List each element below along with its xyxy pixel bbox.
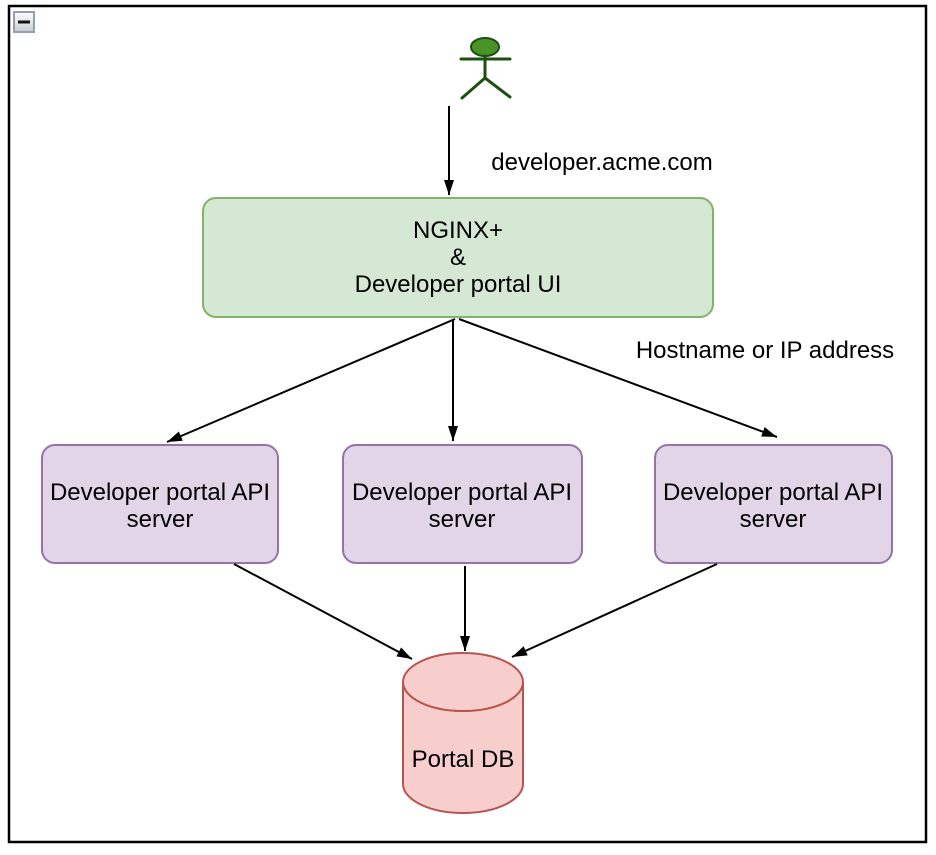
gateway-node[interactable]: NGINX+ & Developer portal UI bbox=[202, 197, 714, 318]
edge-server-1-to-db[interactable] bbox=[233, 563, 413, 660]
api-server-node-1[interactable]: Developer portal API server bbox=[41, 444, 279, 564]
api-server-2-label-line-2: server bbox=[429, 506, 496, 533]
api-server-node-2[interactable]: Developer portal API server bbox=[342, 444, 583, 564]
api-server-3-label-line-2: server bbox=[740, 506, 807, 533]
api-server-3-label-line-1: Developer portal API bbox=[663, 479, 883, 506]
collapse-button[interactable] bbox=[13, 11, 35, 33]
api-server-1-label-line-2: server bbox=[127, 506, 194, 533]
gateway-label-line-2: & bbox=[450, 244, 466, 271]
api-server-1-label-line-1: Developer portal API bbox=[50, 479, 270, 506]
edge-label-hostname-or-ip: Hostname or IP address bbox=[636, 337, 894, 364]
database-node[interactable]: Portal DB bbox=[402, 652, 524, 814]
edge-gateway-to-server-1[interactable] bbox=[166, 318, 456, 443]
actor-head bbox=[470, 37, 500, 57]
db-cylinder-top bbox=[402, 652, 524, 712]
api-server-2-label-line-1: Developer portal API bbox=[352, 479, 572, 506]
gateway-label-line-3: Developer portal UI bbox=[355, 271, 562, 298]
edge-label-developer-acme: developer.acme.com bbox=[491, 149, 712, 176]
user-actor-node[interactable] bbox=[459, 37, 512, 100]
database-label: Portal DB bbox=[412, 746, 515, 773]
edge-gateway-to-server-3[interactable] bbox=[458, 318, 778, 438]
gateway-label-line-1: NGINX+ bbox=[413, 217, 503, 244]
actor-left-leg bbox=[460, 76, 487, 100]
actor-right-leg bbox=[483, 76, 512, 99]
api-server-node-3[interactable]: Developer portal API server bbox=[654, 444, 893, 564]
edge-server-3-to-db[interactable] bbox=[511, 563, 718, 658]
